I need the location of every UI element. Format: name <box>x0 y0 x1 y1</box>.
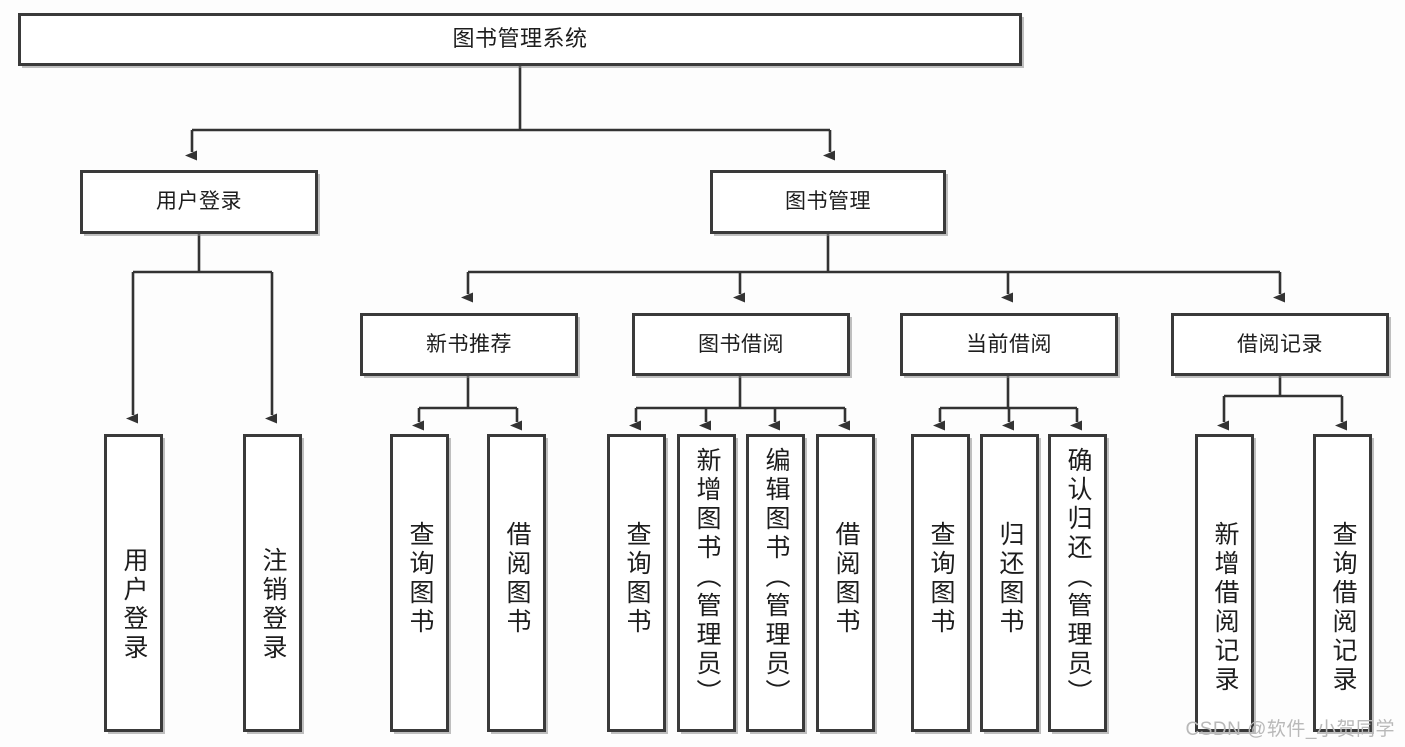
node-label: 借阅图书 <box>503 521 531 637</box>
node-label: 新增借阅记录 <box>1211 521 1239 695</box>
node-leaf-add-book-admin[interactable]: 新增图书（管理员） <box>677 434 736 732</box>
node-label: 图书借阅 <box>698 332 784 356</box>
node-borrow-record[interactable]: 借阅记录 <box>1171 313 1389 376</box>
node-leaf-query-book-borrow[interactable]: 查询图书 <box>607 434 666 732</box>
node-label: 新增图书（管理员） <box>693 447 721 708</box>
node-label: 注销登录 <box>259 547 287 663</box>
node-leaf-borrow-book-recommend[interactable]: 借阅图书 <box>487 434 546 732</box>
node-label: 编辑图书（管理员） <box>762 447 790 708</box>
node-current-borrow[interactable]: 当前借阅 <box>900 313 1118 376</box>
node-leaf-return-book[interactable]: 归还图书 <box>980 434 1039 732</box>
node-leaf-confirm-return-admin[interactable]: 确认归还（管理员） <box>1048 434 1107 732</box>
node-leaf-borrow-book[interactable]: 借阅图书 <box>816 434 875 732</box>
node-label: 查询图书 <box>406 521 434 637</box>
node-label: 借阅记录 <box>1237 332 1323 356</box>
node-label: 查询图书 <box>927 521 955 637</box>
node-label: 图书管理 <box>785 190 871 214</box>
node-new-book-recommend[interactable]: 新书推荐 <box>360 313 578 376</box>
node-label: 用户登录 <box>156 190 242 214</box>
node-label: 当前借阅 <box>966 332 1052 356</box>
node-leaf-user-login[interactable]: 用户登录 <box>104 434 163 732</box>
node-leaf-edit-book-admin[interactable]: 编辑图书（管理员） <box>746 434 805 732</box>
node-book-management[interactable]: 图书管理 <box>710 170 946 234</box>
node-leaf-query-borrow-record[interactable]: 查询借阅记录 <box>1313 434 1372 732</box>
watermark-text: CSDN @软件_小贺同学 <box>1185 719 1395 740</box>
node-leaf-query-book-recommend[interactable]: 查询图书 <box>390 434 449 732</box>
node-user-login[interactable]: 用户登录 <box>80 170 318 234</box>
node-leaf-add-borrow-record[interactable]: 新增借阅记录 <box>1195 434 1254 732</box>
node-label: 确认归还（管理员） <box>1064 447 1092 708</box>
node-label: 查询图书 <box>623 521 651 637</box>
node-label: 图书管理系统 <box>452 26 588 52</box>
node-label: 用户登录 <box>120 547 148 663</box>
node-root-book-management-system[interactable]: 图书管理系统 <box>18 13 1022 66</box>
node-label: 归还图书 <box>996 521 1024 637</box>
node-label: 新书推荐 <box>426 332 512 356</box>
node-leaf-user-logout[interactable]: 注销登录 <box>243 434 302 732</box>
node-leaf-query-book-current[interactable]: 查询图书 <box>911 434 970 732</box>
node-book-borrow[interactable]: 图书借阅 <box>632 313 850 376</box>
node-label: 借阅图书 <box>832 521 860 637</box>
node-label: 查询借阅记录 <box>1329 521 1357 695</box>
